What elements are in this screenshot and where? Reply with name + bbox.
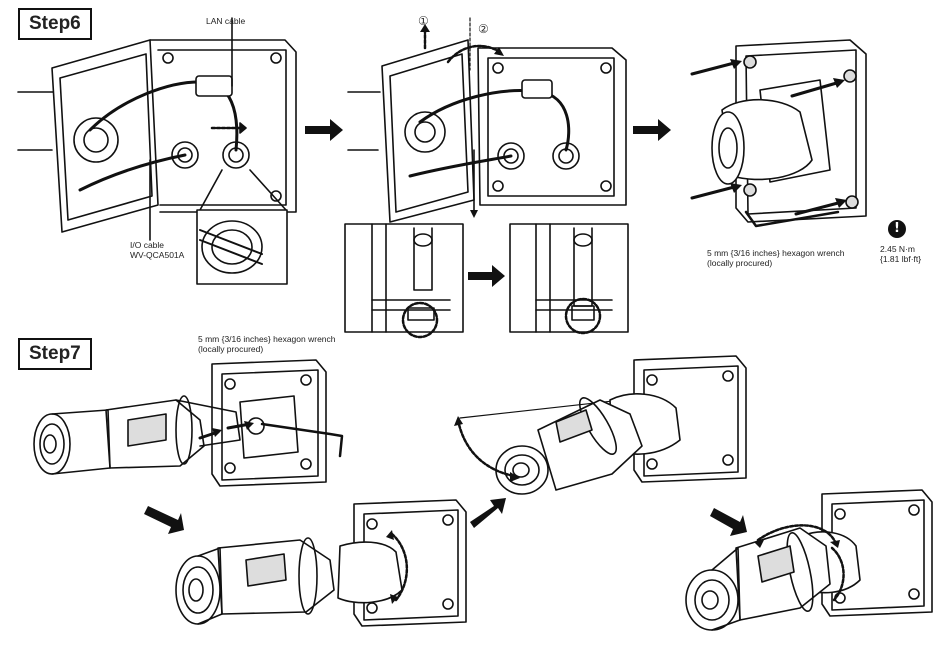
arrow-up-right xyxy=(470,498,506,528)
torque-note: 2.45 N·m {1.81 lbf·ft} xyxy=(880,244,921,264)
step6-tighten-screws xyxy=(690,39,867,228)
torque-value-metric: 2.45 N·m xyxy=(880,244,915,254)
io-cable-model: WV-QCA501A xyxy=(130,250,185,260)
step7-wrench-note: 5 mm {3/16 inches} hexagon wrench (local… xyxy=(198,334,336,354)
step6-label: Step6 xyxy=(18,8,92,40)
arrow-right xyxy=(468,265,505,287)
sequence-marker-1: ① xyxy=(418,14,429,28)
step6-box-cover-rotate xyxy=(347,17,627,223)
exclamation-icon: ! xyxy=(888,220,906,238)
step7-pan-camera xyxy=(175,499,467,627)
step6-hinge-detail-after xyxy=(509,223,629,335)
step6-hinge-detail-before xyxy=(344,223,464,339)
step7-tilt-camera xyxy=(454,355,747,495)
step6-open-box-cables xyxy=(17,17,297,285)
step7-attach-camera xyxy=(33,359,344,487)
step7-label: Step7 xyxy=(18,338,92,370)
lan-cable-label: LAN cable xyxy=(206,16,246,26)
step6-wrench-source: (locally procured) xyxy=(707,258,773,268)
sequence-marker-2: ② xyxy=(478,22,489,36)
arrow-right xyxy=(633,119,671,141)
step6-wrench-size: 5 mm {3/16 inches} hexagon wrench xyxy=(707,248,845,258)
io-cable-label: I/O cable WV-QCA501A xyxy=(130,240,184,260)
step7-rotate-camera xyxy=(685,489,933,631)
arrow-right xyxy=(305,119,343,141)
io-cable-line1: I/O cable xyxy=(130,240,165,250)
step7-wrench-source: (locally procured) xyxy=(198,344,264,354)
arrow-down-right xyxy=(144,506,184,534)
step7-wrench-size: 5 mm {3/16 inches} hexagon wrench xyxy=(198,334,336,344)
torque-value-imperial: {1.81 lbf·ft} xyxy=(880,254,922,264)
arrow-down-right xyxy=(710,508,747,536)
step6-wrench-note: 5 mm {3/16 inches} hexagon wrench (local… xyxy=(707,248,845,268)
